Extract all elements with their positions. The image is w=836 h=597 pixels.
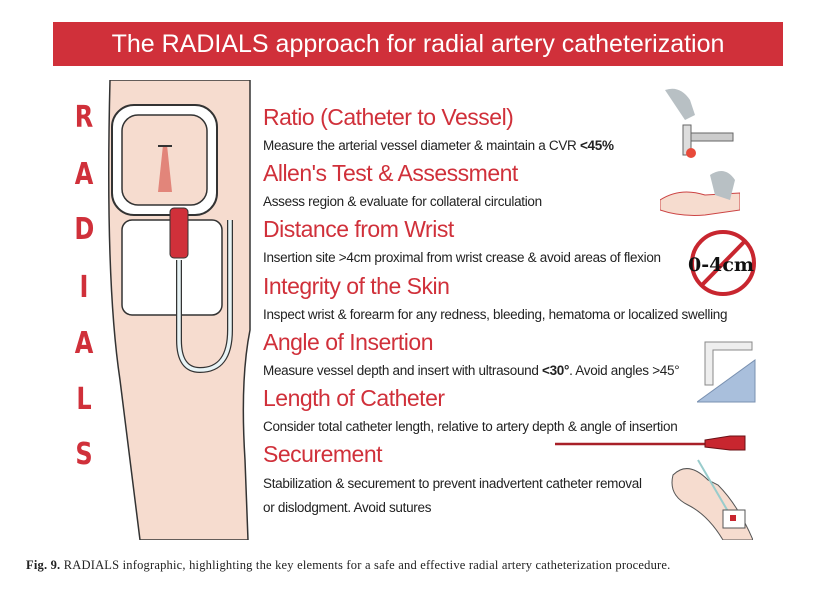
item-title-allens: Allen's Test & Assessment bbox=[263, 160, 518, 186]
acronym-letter-a2: A bbox=[74, 326, 94, 361]
acronym-letter-s: S bbox=[75, 437, 93, 472]
acronym-letter-d: D bbox=[74, 212, 95, 247]
item-desc-allens: Assess region & evaluate for collateral … bbox=[263, 194, 542, 209]
item-desc-securement: Stabilization & securement to prevent in… bbox=[263, 476, 642, 491]
item-desc-length: Consider total catheter length, relative… bbox=[263, 419, 678, 434]
no-zone-icon bbox=[690, 230, 756, 296]
allens-test-hand-icon bbox=[660, 171, 740, 216]
figure-caption: Fig. 9. RADIALS infographic, highlightin… bbox=[26, 558, 670, 573]
item-title-length: Length of Catheter bbox=[263, 385, 445, 411]
acronym-letter-i: I bbox=[79, 270, 89, 305]
desc-text: Measure the arterial vessel diameter & m… bbox=[263, 138, 580, 153]
item-desc-securement-line2: or dislodgment. Avoid sutures bbox=[263, 500, 432, 515]
item-title-integrity: Integrity of the Skin bbox=[263, 273, 450, 299]
desc-bold: <30° bbox=[542, 363, 570, 378]
item-desc-integrity: Inspect wrist & forearm for any redness,… bbox=[263, 307, 728, 322]
item-title-angle: Angle of Insertion bbox=[263, 329, 434, 355]
acronym-letter-r: R bbox=[74, 100, 94, 135]
item-title-distance: Distance from Wrist bbox=[263, 216, 454, 242]
desc-bold: <45% bbox=[579, 138, 614, 153]
caliper-glove-icon bbox=[665, 88, 734, 158]
caption-label: Fig. 9. bbox=[26, 558, 61, 572]
acronym-letter-l: L bbox=[76, 382, 92, 417]
item-title-securement: Securement bbox=[263, 441, 383, 467]
item-desc-ratio: Measure the arterial vessel diameter & m… bbox=[263, 138, 614, 153]
acronym-letter-a: A bbox=[74, 157, 94, 192]
ruler-triangle-icon bbox=[697, 341, 756, 403]
arm-catheter-illustration bbox=[108, 80, 251, 540]
item-desc-distance: Insertion site >4cm proximal from wrist … bbox=[263, 250, 661, 265]
no-zone-label: 0-4cm bbox=[688, 254, 754, 276]
caption-text: RADIALS infographic, highlighting the ke… bbox=[60, 558, 671, 572]
item-title-ratio: Ratio (Catheter to Vessel) bbox=[263, 104, 514, 130]
catheter-icon bbox=[555, 435, 746, 451]
desc-text: Measure vessel depth and insert with ult… bbox=[263, 363, 543, 378]
item-desc-angle: Measure vessel depth and insert with ult… bbox=[263, 363, 680, 378]
figure-banner-title: The RADIALS approach for radial artery c… bbox=[53, 22, 783, 66]
secured-wrist-icon bbox=[671, 459, 753, 540]
desc-tail: . Avoid angles >45° bbox=[569, 363, 680, 378]
